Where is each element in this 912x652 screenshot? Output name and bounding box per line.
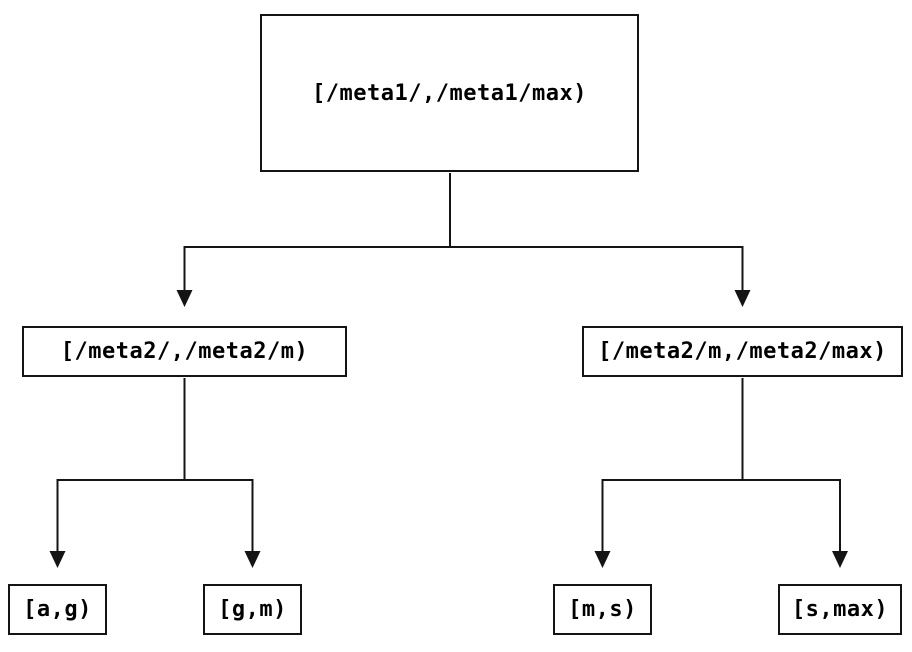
- node-leaf-smax: [s,max): [778, 584, 902, 635]
- node-label: [/meta1/,/meta1/max): [312, 80, 587, 106]
- edge-meta2-high-rail: [601, 479, 841, 551]
- node-meta2-low-range: [/meta2/,/meta2/m): [22, 326, 347, 377]
- edge-root-to-children-rail: [183, 246, 744, 290]
- node-label: [/meta2/,/meta2/m): [60, 339, 309, 364]
- node-label: [m,s): [568, 597, 637, 622]
- arrowhead-to-leaf-smax: [832, 551, 848, 568]
- node-label: [/meta2/m,/meta2/max): [598, 339, 887, 364]
- arrowhead-to-leaf-ag: [49, 551, 66, 568]
- node-label: [a,g): [23, 597, 92, 622]
- node-leaf-gm: [g,m): [203, 584, 302, 635]
- node-label: [g,m): [218, 597, 287, 622]
- node-leaf-ag: [a,g): [8, 584, 107, 635]
- node-meta2-high-range: [/meta2/m,/meta2/max): [582, 326, 903, 377]
- arrowhead-to-meta2-low: [176, 290, 193, 307]
- node-leaf-ms: [m,s): [553, 584, 652, 635]
- node-label: [s,max): [791, 597, 889, 622]
- arrowhead-to-leaf-ms: [594, 551, 611, 568]
- arrowhead-to-leaf-gm: [244, 551, 261, 568]
- edge-meta2-low-rail: [56, 479, 254, 551]
- node-root-meta1-range: [/meta1/,/meta1/max): [260, 14, 639, 172]
- arrowhead-to-meta2-high: [734, 290, 751, 307]
